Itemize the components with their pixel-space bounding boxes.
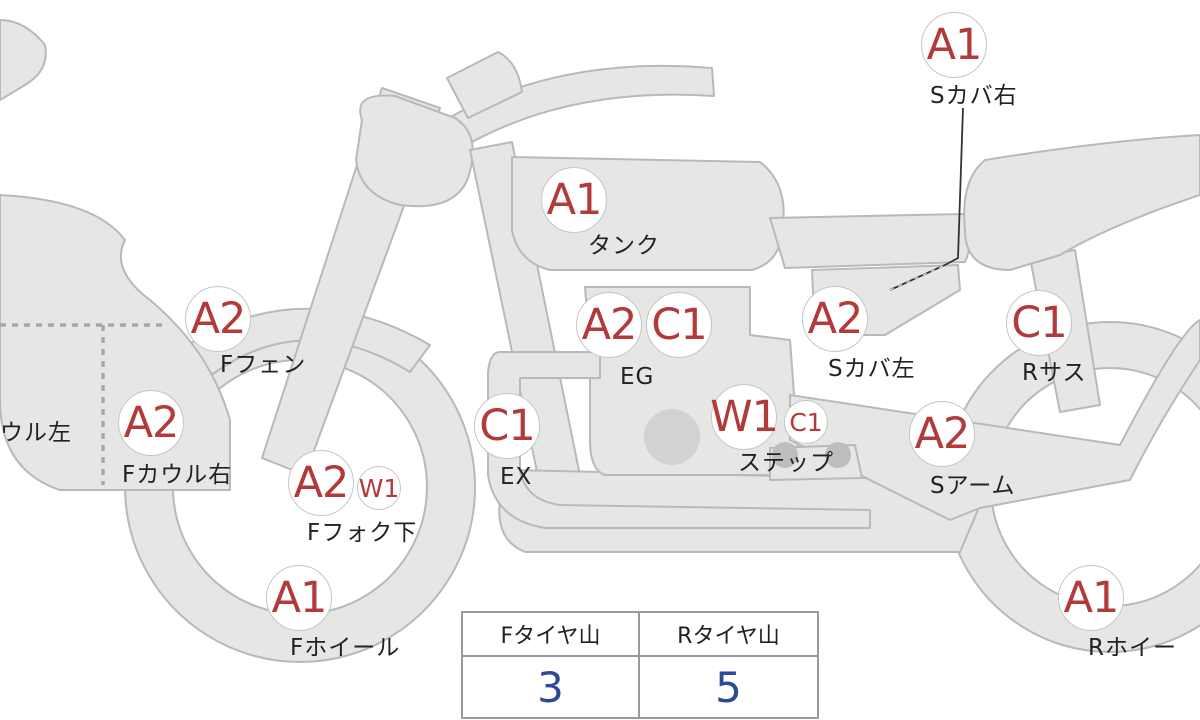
steering-bracket — [446, 51, 523, 119]
engine-cover — [644, 409, 700, 465]
step-peg-2 — [825, 442, 851, 468]
cowl-seam — [0, 323, 165, 485]
grade-badge-s-arm: A2 — [909, 401, 975, 467]
headlight — [355, 94, 474, 208]
label-f-fork-lower: Fフォク下 — [307, 520, 418, 546]
label-f-fender: Fフェン — [220, 352, 307, 378]
label-f-cowl-left: ウル左 — [0, 420, 72, 446]
grade-badge-step-2: C1 — [784, 400, 828, 444]
label-ex: EX — [500, 464, 533, 490]
label-s-cover-right: Sカバ右 — [930, 83, 1018, 109]
grade-badge-f-wheel: A1 — [266, 565, 332, 631]
exhaust-pipe — [487, 351, 871, 529]
mirror — [0, 19, 47, 101]
tire-tread-table: Fタイヤ山 Rタイヤ山 3 5 — [461, 611, 819, 719]
label-f-wheel: Fホイール — [290, 635, 401, 661]
grade-badge-eg-2: C1 — [646, 292, 712, 358]
table-header-rear-tire: Rタイヤ山 — [640, 613, 817, 657]
grade-badge-step: W1 — [710, 384, 779, 450]
grade-badge-tank: A1 — [541, 167, 607, 233]
label-r-wheel: Rホイー — [1088, 635, 1177, 661]
grade-badge-s-cover-right: A1 — [921, 12, 987, 78]
table-header-front-tire: Fタイヤ山 — [463, 613, 640, 657]
label-s-cover-left: Sカバ左 — [828, 356, 916, 382]
table-value-front-tire: 3 — [463, 657, 640, 717]
label-step: ステップ — [738, 450, 834, 476]
grade-badge-ex: C1 — [474, 393, 540, 459]
seat — [769, 213, 971, 269]
tail-section — [963, 134, 1200, 271]
grade-badge-f-cowl-right: A2 — [118, 390, 184, 456]
grade-badge-eg: A2 — [576, 292, 642, 358]
label-tank: タンク — [588, 233, 660, 259]
step-peg-1 — [772, 442, 798, 468]
grade-badge-r-wheel: A1 — [1058, 565, 1124, 631]
grade-badge-f-fork-lower: A2 — [288, 450, 354, 516]
label-s-arm: Sアーム — [930, 473, 1016, 499]
grade-badge-s-cover-left: A2 — [802, 286, 868, 352]
table-value-rear-tire: 5 — [715, 662, 742, 712]
label-r-suspension: Rサス — [1022, 360, 1087, 386]
label-f-cowl-right: Fカウル右 — [122, 462, 233, 488]
label-eg: EG — [620, 364, 655, 390]
grade-badge-f-fender: A2 — [185, 286, 251, 352]
grade-badge-r-suspension: C1 — [1006, 290, 1072, 356]
handlebar — [444, 64, 715, 151]
grade-badge-f-fork-lower-2: W1 — [357, 466, 401, 510]
